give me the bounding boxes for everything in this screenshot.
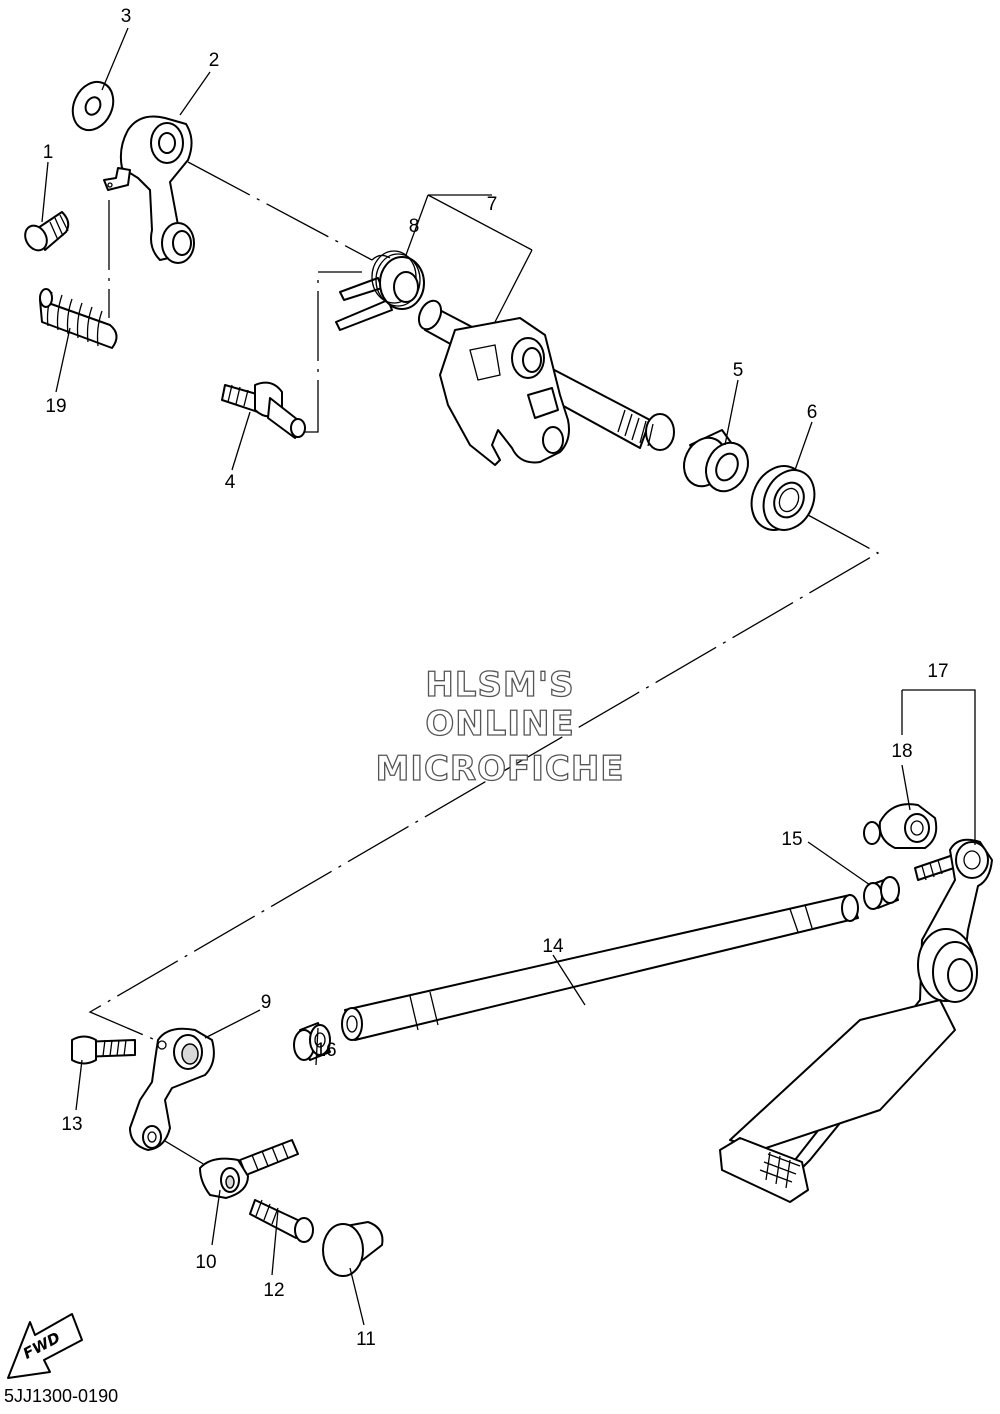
- part-3-washer[interactable]: [65, 75, 121, 136]
- part-8-spring[interactable]: [335, 250, 425, 331]
- part-12-bolt[interactable]: [249, 1199, 314, 1243]
- callout-8: 8: [409, 216, 420, 237]
- part-1-bolt[interactable]: [21, 211, 70, 254]
- callout-18: 18: [891, 741, 912, 762]
- callout-14: 14: [542, 936, 564, 957]
- callout-10: 10: [195, 1252, 216, 1273]
- watermark-line-1: HLSM'S: [425, 665, 574, 705]
- part-18-rod-end[interactable]: [863, 803, 938, 849]
- part-17-shift-pedal[interactable]: [719, 838, 993, 1203]
- callout-12: 12: [263, 1280, 284, 1301]
- watermark-line-3: MICROFICHE: [375, 749, 624, 789]
- watermark-line-2: ONLINE: [425, 704, 574, 744]
- callout-16: 16: [315, 1040, 336, 1061]
- part-2-stopper-lever[interactable]: [103, 115, 195, 264]
- callout-7: 7: [487, 194, 498, 215]
- watermark: HLSM'S ONLINE MICROFICHE: [375, 664, 624, 789]
- callout-labels: 3 2 1 7 8 19 4 5 6 17 18 15 14 9 16 13 1…: [43, 6, 949, 1350]
- diagram-code: 5JJ1300-0190: [4, 1386, 118, 1406]
- part-6-oil-seal[interactable]: [741, 457, 823, 539]
- part-10-rod-end[interactable]: [199, 1139, 299, 1199]
- part-7-shift-shaft[interactable]: [415, 297, 675, 466]
- part-13-bolt[interactable]: [71, 1035, 136, 1065]
- part-19-spring[interactable]: [39, 288, 118, 349]
- part-15-collar[interactable]: [863, 876, 900, 910]
- part-16-collar[interactable]: [293, 1022, 331, 1061]
- part-5-collar[interactable]: [676, 429, 755, 498]
- callout-6: 6: [807, 402, 818, 423]
- fwd-arrow-icon: FWD: [7, 1313, 83, 1379]
- callout-11: 11: [356, 1329, 376, 1350]
- callout-15: 15: [781, 829, 802, 850]
- leader-lines: [41, 27, 976, 1326]
- callout-13: 13: [61, 1114, 82, 1135]
- part-9-shift-arm[interactable]: [129, 1027, 215, 1151]
- part-11-cap[interactable]: [322, 1221, 384, 1277]
- callout-3: 3: [121, 6, 132, 27]
- callout-4: 4: [225, 472, 236, 493]
- callout-5: 5: [733, 360, 744, 381]
- callout-19: 19: [45, 396, 66, 417]
- callout-17: 17: [927, 661, 948, 682]
- callout-2: 2: [209, 50, 220, 71]
- part-4-pin-bolt[interactable]: [221, 381, 306, 439]
- callout-9: 9: [261, 992, 272, 1013]
- part-14-shift-rod[interactable]: [341, 894, 859, 1041]
- callout-1: 1: [43, 142, 54, 163]
- assembly-lines: [88, 161, 880, 1169]
